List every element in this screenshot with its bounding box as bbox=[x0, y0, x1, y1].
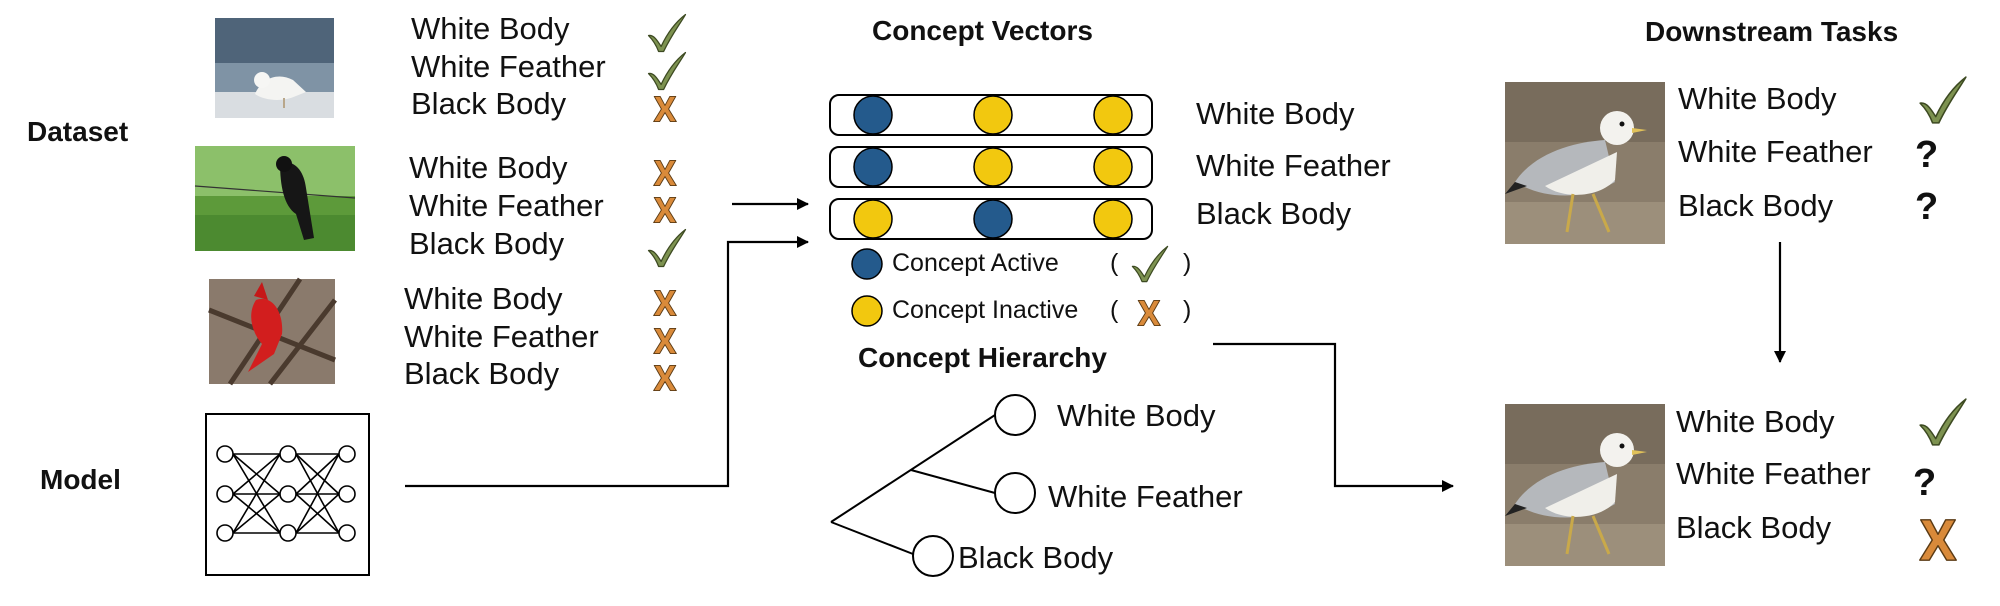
heading-concept-hierarchy: Concept Hierarchy bbox=[858, 342, 1107, 373]
downstream-image-gull-top bbox=[1505, 82, 1665, 244]
check-icon bbox=[1919, 398, 1967, 446]
dataset-label: White Body bbox=[411, 11, 570, 46]
cross-icon bbox=[653, 327, 677, 355]
check-icon bbox=[647, 51, 687, 91]
tree-node-white-body bbox=[994, 394, 1036, 436]
legend-paren: ( bbox=[1110, 249, 1119, 277]
downstream-label: White Body bbox=[1676, 404, 1835, 439]
hierarchy-node-label: Black Body bbox=[958, 540, 1114, 575]
dataset-label: White Feather bbox=[404, 319, 599, 354]
concept-inactive-dot bbox=[1093, 147, 1133, 187]
cross-icon bbox=[653, 289, 677, 317]
concept-inactive-dot bbox=[1093, 95, 1133, 135]
concept-inactive-dot bbox=[973, 95, 1013, 135]
legend-cross-icon bbox=[1137, 299, 1161, 327]
legend-active-label: Concept Active bbox=[892, 249, 1059, 277]
downstream-label: White Body bbox=[1678, 81, 1837, 116]
cross-icon bbox=[1919, 519, 1957, 561]
connectors bbox=[405, 198, 1786, 492]
cross-icon bbox=[653, 95, 677, 123]
vector-row-box bbox=[829, 198, 1153, 240]
legend bbox=[851, 245, 1169, 327]
cross-icon bbox=[653, 364, 677, 392]
vector-label: White Feather bbox=[1196, 148, 1391, 183]
hierarchy-node-label: White Feather bbox=[1048, 479, 1243, 514]
hierarchy-to-downstream-arrow bbox=[1213, 342, 1454, 492]
legend-paren: ) bbox=[1183, 249, 1192, 277]
check-icon bbox=[647, 228, 687, 268]
downstream-label: White Feather bbox=[1678, 134, 1873, 169]
cross-icon bbox=[653, 196, 677, 224]
vector-label: White Body bbox=[1196, 96, 1355, 131]
vector-row-box bbox=[829, 94, 1153, 136]
legend-active-dot bbox=[851, 248, 883, 280]
legend-inactive-dot bbox=[851, 295, 883, 327]
concept-inactive-dot bbox=[853, 199, 893, 239]
tree-edge bbox=[830, 521, 914, 555]
check-icon bbox=[1919, 76, 1967, 124]
downstream-label: Black Body bbox=[1676, 510, 1832, 545]
concept-inactive-dot bbox=[1093, 199, 1133, 239]
downstream-image-gull-bottom bbox=[1505, 404, 1665, 566]
legend-paren: ( bbox=[1110, 296, 1119, 324]
vector-label: Black Body bbox=[1196, 196, 1352, 231]
section-label-dataset: Dataset bbox=[27, 116, 129, 147]
downstream-label: White Feather bbox=[1676, 456, 1871, 491]
concept-vectors bbox=[829, 94, 1153, 240]
dataset-image-cardinal bbox=[208, 277, 337, 386]
dataset-label: Black Body bbox=[409, 226, 565, 261]
dataset-label: White Feather bbox=[409, 188, 604, 223]
dataset-label: Black Body bbox=[411, 86, 567, 121]
concept-hierarchy-tree bbox=[830, 394, 1036, 577]
legend-check-icon bbox=[1131, 245, 1169, 283]
model-to-vectors-arrow bbox=[405, 236, 809, 488]
concept-active-dot bbox=[853, 95, 893, 135]
unknown-mark: ? bbox=[1915, 186, 1939, 228]
check-icon bbox=[647, 13, 687, 53]
dataset-label: White Body bbox=[404, 281, 563, 316]
legend-paren: ) bbox=[1183, 296, 1192, 324]
dataset-label: White Feather bbox=[411, 49, 606, 84]
concept-inactive-dot bbox=[973, 147, 1013, 187]
tree-edge bbox=[830, 414, 996, 523]
legend-inactive-label: Concept Inactive bbox=[892, 296, 1079, 324]
heading-concept-vectors: Concept Vectors bbox=[872, 15, 1093, 46]
downstream-label: Black Body bbox=[1678, 188, 1834, 223]
concept-active-dot bbox=[973, 199, 1013, 239]
dataset-image-blackbird bbox=[194, 146, 356, 251]
tree-edge bbox=[910, 469, 996, 494]
concept-active-dot bbox=[853, 147, 893, 187]
section-label-model: Model bbox=[40, 464, 121, 495]
hierarchy-node-label: White Body bbox=[1057, 398, 1216, 433]
unknown-mark: ? bbox=[1913, 462, 1937, 504]
heading-downstream-tasks: Downstream Tasks bbox=[1645, 16, 1899, 47]
dataset-label: White Body bbox=[409, 150, 568, 185]
vector-row-box bbox=[829, 146, 1153, 188]
unknown-mark: ? bbox=[1915, 134, 1939, 176]
dataset-label: Black Body bbox=[404, 356, 560, 391]
tree-node-white-feather bbox=[994, 472, 1036, 514]
model-network-icon bbox=[205, 413, 370, 576]
tree-node-black-body bbox=[912, 535, 954, 577]
cross-icon bbox=[653, 159, 677, 187]
dataset-image-gull bbox=[215, 18, 334, 118]
